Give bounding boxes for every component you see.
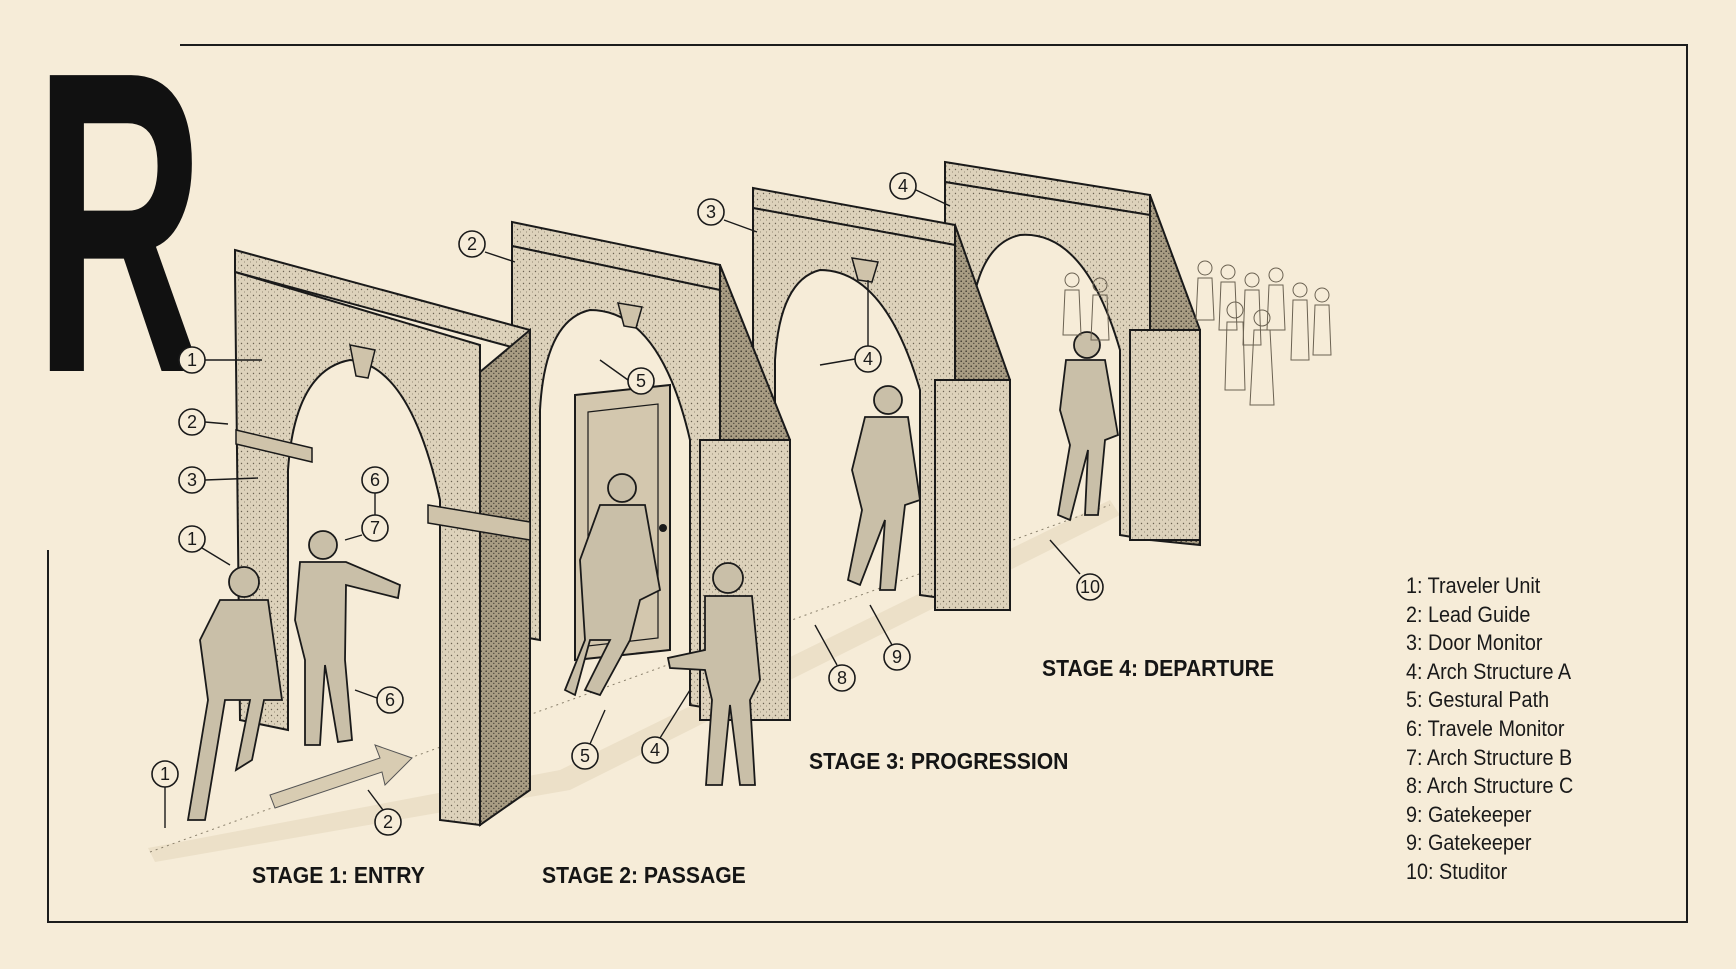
callout-6a: 6	[361, 466, 389, 515]
svg-text:8: 8	[837, 668, 847, 688]
letter-backdrop	[40, 30, 180, 550]
arch-1	[233, 248, 531, 827]
callout-6b: 6	[354, 686, 404, 714]
legend-item: 8: Arch Structure C	[1406, 773, 1574, 799]
legend-item: 9: Gatekeeper	[1406, 830, 1532, 856]
arch-3	[752, 186, 1011, 612]
callout-10: 10	[1049, 539, 1104, 601]
callout-8: 8	[814, 624, 856, 692]
traveler-figure-2	[563, 473, 662, 697]
arch-4	[944, 160, 1201, 547]
legend-item: 9: Gatekeeper	[1406, 801, 1532, 827]
svg-text:3: 3	[187, 470, 197, 490]
section-letter: R	[34, 0, 205, 463]
svg-text:9: 9	[892, 647, 902, 667]
traveler-figure-3	[846, 385, 921, 591]
callout-5a: 5	[599, 359, 655, 395]
callout-1a: 1	[178, 346, 262, 374]
svg-text:4: 4	[650, 740, 660, 760]
callout-5b: 5	[571, 709, 606, 770]
ground-path	[148, 500, 1120, 862]
guide-figure	[294, 530, 401, 746]
svg-text:3: 3	[706, 202, 716, 222]
svg-text:5: 5	[580, 746, 590, 766]
callout-9: 9	[869, 604, 911, 671]
svg-text:2: 2	[467, 234, 477, 254]
monitor-figure	[666, 562, 761, 786]
legend: 1: Traveler Unit 2: Lead Guide 3: Door M…	[1406, 572, 1592, 887]
svg-text:1: 1	[187, 529, 197, 549]
legend-item: 2: Lead Guide	[1406, 601, 1531, 627]
legend-item: 4: Arch Structure A	[1406, 658, 1572, 684]
crowd-sketch	[1062, 260, 1332, 406]
stage-1-label: STAGE 1: ENTRY	[252, 862, 425, 888]
callout-2b: 2	[367, 789, 402, 836]
stage-4-label: STAGE 4: DEPARTURE	[1042, 655, 1274, 681]
svg-text:7: 7	[370, 518, 380, 538]
legend-item: 1: Traveler Unit	[1406, 573, 1541, 598]
stage-3-label: STAGE 3: PROGRESSION	[809, 748, 1069, 774]
callout-4c: 4	[889, 172, 951, 207]
traveler-figure-1	[186, 566, 284, 821]
svg-text:5: 5	[636, 371, 646, 391]
legend-item: 5: Gestural Path	[1406, 687, 1550, 713]
svg-text:1: 1	[187, 350, 197, 370]
svg-text:6: 6	[370, 470, 380, 490]
svg-text:2: 2	[383, 812, 393, 832]
callout-4b: 4	[819, 280, 882, 373]
svg-text:2: 2	[187, 412, 197, 432]
stage-2-label: STAGE 2: PASSAGE	[542, 862, 746, 888]
legend-item: 3: Door Monitor	[1406, 630, 1543, 656]
callout-7: 7	[344, 514, 389, 542]
callout-3b: 3	[697, 198, 758, 233]
svg-text:1: 1	[160, 764, 170, 784]
callout-1c: 1	[151, 760, 179, 828]
people	[186, 331, 1120, 821]
callout-4a: 4	[641, 689, 691, 764]
callout-2a: 2	[178, 408, 229, 436]
legend-item: 10: Studitor	[1406, 858, 1508, 884]
svg-text:4: 4	[863, 349, 873, 369]
callout-2c: 2	[458, 230, 516, 263]
svg-text:4: 4	[898, 176, 908, 196]
traveler-figure-4	[1056, 331, 1120, 522]
svg-text:6: 6	[385, 690, 395, 710]
callout-3a: 3	[178, 466, 259, 494]
legend-item: 6: Travele Monitor	[1406, 715, 1565, 741]
callout-1b: 1	[178, 525, 231, 566]
svg-text:10: 10	[1080, 577, 1100, 597]
door-knob	[659, 524, 667, 532]
legend-item: 7: Arch Structure B	[1406, 744, 1573, 770]
